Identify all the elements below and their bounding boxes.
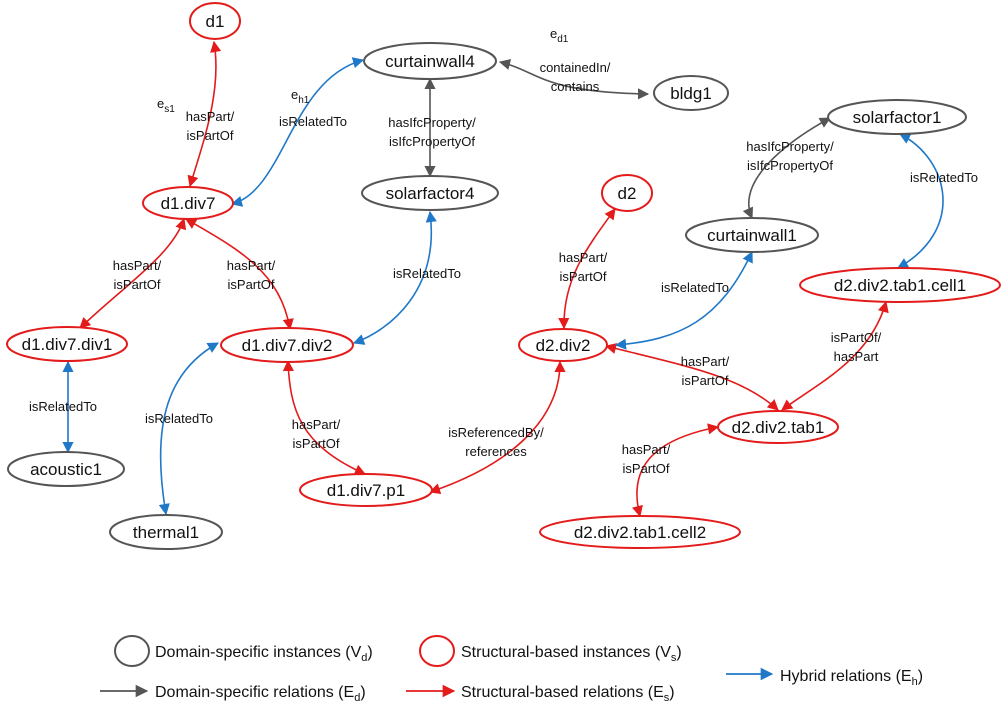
edge-cell1-tab1 [781,300,889,411]
edge-div2-thermal [158,342,219,516]
svg-text:Domain-specific instances (Vd): Domain-specific instances (Vd) [155,644,373,664]
label-div7-div2: hasPart/isPartOf [227,258,276,292]
label-cell1-tab1: isPartOf/hasPart [831,330,882,364]
svg-text:d2.div2.tab1.cell1: d2.div2.tab1.cell1 [834,276,966,295]
legend-domain-instances: Domain-specific instances (Vd) [114,635,373,667]
edge-cw1-sf1 [742,117,831,220]
svg-text:d1.div7.p1: d1.div7.p1 [327,481,405,500]
edge-d1-div7 [187,40,222,188]
label-div1-acoustic: isRelatedTo [29,399,97,414]
svg-text:Hybrid relations (Eh): Hybrid relations (Eh) [780,668,923,688]
node-d1-div7-div2[interactable]: d1.div7.div2 [220,327,354,363]
svg-text:Structural-based relations (Es: Structural-based relations (Es) [461,684,675,704]
node-acoustic1[interactable]: acoustic1 [7,451,125,487]
edge-div7-cw4 [230,57,365,207]
label-d2div2-tab1: hasPart/isPartOf [681,354,730,388]
edge-tab1-cell2 [632,423,720,518]
node-d2-div2-tab1[interactable]: d2.div2.tab1 [717,410,839,444]
node-thermal1[interactable]: thermal1 [109,514,223,550]
label-tab1-cell2: hasPart/isPartOf [622,442,671,476]
svg-text:d1.div7.div2: d1.div7.div2 [242,336,333,355]
svg-text:d1: d1 [206,12,225,31]
symbol-es1: es1 [157,96,175,115]
legend: Domain-specific instances (Vd) Structura… [100,635,923,704]
label-sf1-cell1: isRelatedTo [910,170,978,185]
symbol-ed1: ed1 [550,26,569,45]
legend-hybrid-relations: Hybrid relations (Eh) [726,667,923,688]
edge-p1-d2div2 [428,360,566,495]
node-d2-div2-tab1-cell1[interactable]: d2.div2.tab1.cell1 [799,267,1001,303]
label-div7-cw4: isRelatedTo [279,114,347,129]
label-div2-thermal: isRelatedTo [145,411,213,426]
node-d1-div7-div1[interactable]: d1.div7.div1 [6,326,128,362]
symbol-eh1: eh1 [291,87,310,106]
node-d2-div2-tab1-cell2[interactable]: d2.div2.tab1.cell2 [539,515,741,549]
nodes: d1 d1.div7 d1.div7.div1 d1.div7.div2 d1.… [6,2,1001,550]
svg-text:thermal1: thermal1 [133,523,199,542]
node-d1-div7-p1[interactable]: d1.div7.p1 [299,473,433,507]
node-d2[interactable]: d2 [601,174,653,212]
edge-d2div2-cw1 [614,250,753,350]
legend-red-circle-icon [419,635,455,667]
svg-text:d2: d2 [618,184,637,203]
label-div2-p1: hasPart/isPartOf [292,417,341,451]
edge-div7-div2 [185,218,294,331]
node-curtainwall4[interactable]: curtainwall4 [363,42,497,80]
node-d1-div7[interactable]: d1.div7 [142,186,234,220]
edge-cw4-bldg1 [498,59,650,100]
edge-sf4-div2 [352,210,437,345]
edge-div7-div1 [79,217,187,329]
svg-text:d1.div7: d1.div7 [161,194,216,213]
svg-text:d2.div2.tab1.cell2: d2.div2.tab1.cell2 [574,523,706,542]
edge-labels: hasPart/isPartOf isRelatedTo containedIn… [29,60,978,476]
node-curtainwall1[interactable]: curtainwall1 [685,217,819,253]
svg-text:acoustic1: acoustic1 [30,460,102,479]
edge-d2div2-tab1 [604,343,779,411]
label-sf4-div2: isRelatedTo [393,266,461,281]
edge-div2-p1 [282,359,367,476]
label-d1-div7: hasPart/isPartOf [186,109,235,143]
label-p1-d2div2: isReferencedBy/references [448,425,544,459]
label-div7-div1: hasPart/isPartOf [113,258,162,292]
legend-structural-instances: Structural-based instances (Vs) [419,635,682,667]
svg-text:d2.div2.tab1: d2.div2.tab1 [732,418,825,437]
node-solarfactor4[interactable]: solarfactor4 [361,175,499,211]
edges [62,40,944,518]
legend-domain-relations: Domain-specific relations (Ed) [100,684,366,704]
svg-text:solarfactor1: solarfactor1 [853,108,942,127]
node-d1[interactable]: d1 [189,2,241,40]
legend-gray-circle-icon [114,635,150,667]
svg-text:Domain-specific relations (Ed): Domain-specific relations (Ed) [155,684,366,704]
node-solarfactor1[interactable]: solarfactor1 [827,99,967,135]
svg-text:curtainwall4: curtainwall4 [385,52,475,71]
edge-sf1-cell1 [897,133,944,269]
label-d2-d2div2: hasPart/isPartOf [559,250,608,284]
node-bldg1[interactable]: bldg1 [653,75,729,111]
label-cw1-sf1: hasIfcProperty/isIfcPropertyOf [746,139,834,173]
edge-symbols: es1 eh1 ed1 [157,26,569,115]
label-cw4-bldg1: containedIn/contains [540,60,611,94]
svg-text:solarfactor4: solarfactor4 [386,184,475,203]
label-d2div2-cw1: isRelatedTo [661,280,729,295]
label-cw4-sf4: hasIfcProperty/isIfcPropertyOf [388,115,476,149]
legend-structural-relations: Structural-based relations (Es) [406,684,675,704]
svg-text:d2.div2: d2.div2 [536,336,591,355]
svg-text:d1.div7.div1: d1.div7.div1 [22,335,113,354]
svg-text:Structural-based instances (Vs: Structural-based instances (Vs) [461,644,682,664]
node-d2-div2[interactable]: d2.div2 [518,328,608,362]
svg-text:curtainwall1: curtainwall1 [707,226,797,245]
svg-text:bldg1: bldg1 [670,84,712,103]
edge-d2-d2div2 [558,208,616,330]
